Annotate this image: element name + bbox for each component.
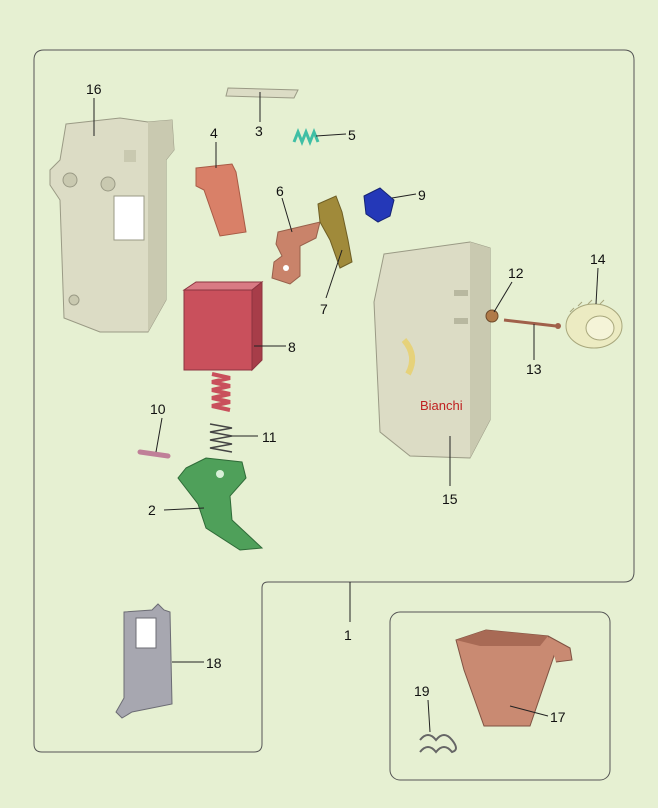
callout-7: 7 — [320, 301, 328, 317]
part-4-lever — [195, 163, 247, 237]
leader-2 — [163, 507, 205, 511]
leader-14 — [595, 267, 599, 305]
callout-1: 1 — [344, 627, 352, 643]
callout-14: 14 — [590, 251, 606, 267]
callout-17: 17 — [550, 709, 566, 725]
callout-13: 13 — [526, 361, 542, 377]
callout-8: 8 — [288, 339, 296, 355]
part-2-trigger — [177, 457, 264, 551]
callout-19: 19 — [414, 683, 430, 699]
leader-5 — [315, 133, 347, 137]
part-17-funnel — [455, 629, 573, 727]
leader-6 — [281, 197, 293, 233]
part-6-bracket — [271, 221, 321, 285]
part-16-housing-left — [49, 117, 175, 333]
part-7-latch — [317, 195, 353, 269]
part-18-plate — [115, 603, 173, 719]
callout-16: 16 — [86, 81, 102, 97]
callout-2: 2 — [148, 502, 156, 518]
callout-4: 4 — [210, 125, 218, 141]
part-19-spring — [419, 734, 457, 754]
callout-10: 10 — [150, 401, 166, 417]
part-10-pin — [137, 449, 171, 459]
callout-18: 18 — [206, 655, 222, 671]
callout-9: 9 — [418, 187, 426, 203]
leader-9 — [391, 193, 417, 199]
callout-15: 15 — [442, 491, 458, 507]
kit-17-19-outline — [389, 611, 611, 781]
callout-6: 6 — [276, 183, 284, 199]
part-5-spring — [292, 127, 320, 147]
part-8-red-spring — [211, 372, 231, 412]
part-9-cap — [363, 187, 395, 223]
part-14-knob — [565, 299, 623, 349]
callout-3: 3 — [255, 123, 263, 139]
brand-logo: Bianchi — [420, 398, 463, 413]
assembly-1-outline — [33, 49, 635, 753]
part-12-nut — [485, 309, 499, 323]
leader-19 — [427, 699, 431, 733]
part-13-screw — [503, 318, 561, 329]
part-3-plate — [225, 87, 299, 99]
part-11-spring — [209, 423, 233, 453]
leader-17 — [509, 705, 549, 717]
callout-5: 5 — [348, 127, 356, 143]
leader-7 — [325, 249, 343, 299]
callout-12: 12 — [508, 265, 524, 281]
leader-10 — [155, 417, 163, 453]
part-15-housing-right: Bianchi — [373, 241, 491, 459]
callout-11: 11 — [262, 429, 277, 445]
leader-12 — [493, 281, 513, 313]
part-8-block — [182, 280, 264, 372]
